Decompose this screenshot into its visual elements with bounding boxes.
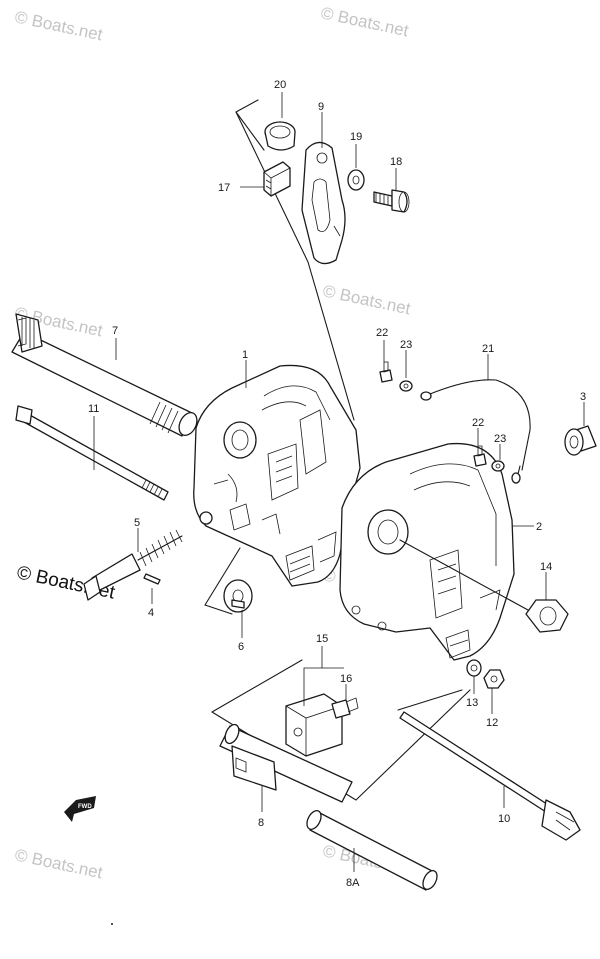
part-18-bolt xyxy=(373,189,410,213)
part-22-bolt-lower xyxy=(473,445,487,467)
part-6-washer xyxy=(223,579,253,613)
callout-15: 15 xyxy=(316,633,328,645)
callout-18: 18 xyxy=(390,156,402,168)
callout-23-lower: 23 xyxy=(494,433,506,445)
part-2-clamp-bracket-right xyxy=(339,442,515,661)
callout-17: 17 xyxy=(218,182,230,194)
part-4-pin xyxy=(143,573,161,585)
part-23-washer-lower xyxy=(491,460,505,472)
callout-1: 1 xyxy=(242,349,248,361)
part-14-nut xyxy=(525,599,569,633)
part-23-washer-top xyxy=(399,380,413,392)
stray-dot xyxy=(111,923,113,925)
callout-19: 19 xyxy=(350,131,362,143)
callout-7: 7 xyxy=(112,325,118,337)
part-17-pad xyxy=(263,161,291,197)
part-16-bolt xyxy=(331,697,359,719)
part-11-long-bolt xyxy=(15,405,169,501)
callout-4: 4 xyxy=(148,607,154,619)
callout-20: 20 xyxy=(274,79,286,91)
callout-16: 16 xyxy=(340,673,352,685)
part-22-bolt-top xyxy=(379,361,393,383)
callout-9: 9 xyxy=(318,101,324,113)
callout-22: 22 xyxy=(376,327,388,339)
watermark-text: © Boats.net xyxy=(13,845,104,882)
part-8A-tube xyxy=(306,810,438,891)
callout-6: 6 xyxy=(238,641,244,653)
watermark-text: © Boats.net xyxy=(13,7,104,44)
fwd-arrow-icon: FWD xyxy=(64,796,96,822)
part-13-washer xyxy=(466,659,482,677)
callout-labels: 20 9 19 18 17 7 1 22 23 21 3 11 22 23 2 … xyxy=(88,79,586,889)
watermark-text: © Boats.net xyxy=(321,281,412,318)
assembly-axis-line xyxy=(399,539,529,611)
part-1-clamp-bracket-left xyxy=(193,364,361,587)
part-15-rubber-block xyxy=(285,693,343,757)
part-19-washer xyxy=(347,169,365,191)
callout-23: 23 xyxy=(400,339,412,351)
callout-22-lower: 22 xyxy=(472,417,484,429)
part-20-cap xyxy=(264,121,296,151)
callout-3: 3 xyxy=(580,391,586,403)
part-21-ground-wire xyxy=(420,379,531,484)
leader-lines xyxy=(93,92,585,872)
callout-2: 2 xyxy=(536,521,542,533)
callout-14: 14 xyxy=(540,561,552,573)
part-7-tilt-tube xyxy=(11,313,198,437)
callout-21: 21 xyxy=(482,343,494,355)
part-8-tube xyxy=(219,723,353,803)
watermark-text: © Boats.net xyxy=(319,3,410,40)
callout-13: 13 xyxy=(466,697,478,709)
part-12-nut xyxy=(483,669,505,689)
part-3-bushing xyxy=(564,425,597,456)
part-5-spring-pin xyxy=(83,529,183,601)
callout-5: 5 xyxy=(134,517,140,529)
part-9-lever xyxy=(301,141,346,265)
callout-8A: 8A xyxy=(346,877,360,889)
callout-8: 8 xyxy=(258,817,264,829)
callout-10: 10 xyxy=(498,813,510,825)
fwd-label: FWD xyxy=(78,804,92,810)
callout-11: 11 xyxy=(88,403,99,415)
part-10-rod xyxy=(399,711,581,841)
callout-12: 12 xyxy=(486,717,498,729)
